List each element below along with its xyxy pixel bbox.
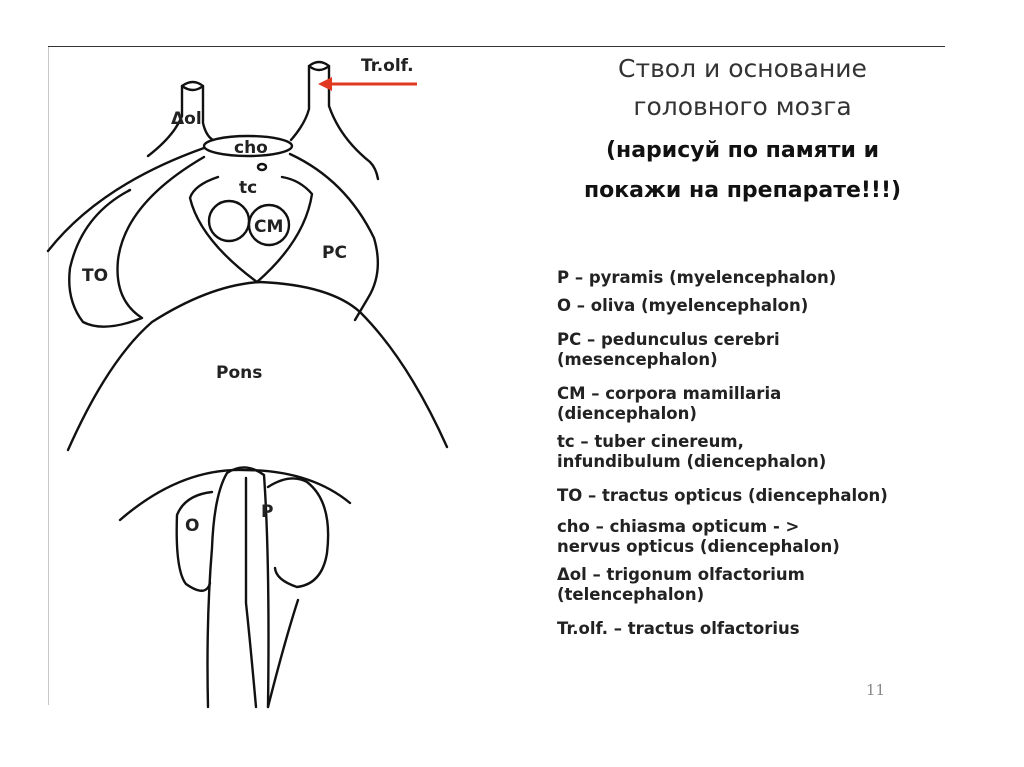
- tractus-opticus-shape: [68, 155, 206, 328]
- legend-item-cm-line1: CM – corpora mamillaria: [557, 384, 782, 403]
- label-pons: Pons: [216, 363, 262, 383]
- label-delta-ol: Δol: [171, 109, 202, 129]
- slide-left-edge: [48, 46, 49, 705]
- label-tr-olf: Tr.olf.: [361, 56, 414, 76]
- legend-item-p: P – pyramis (myelencephalon): [557, 268, 837, 287]
- pyramis-left: [206, 466, 270, 709]
- legend-item-delta-ol-line1: Δol – trigonum olfactorium: [557, 565, 805, 584]
- outer-arc: [46, 146, 206, 253]
- legend-item-cm: CM – corpora mamillaria (diencephalon): [557, 384, 937, 424]
- title-line-4: покажи на препарате!!!): [583, 178, 902, 203]
- legend-item-cho-line2: nervus opticus (diencephalon): [557, 537, 840, 556]
- legend-item-tr-olf: Tr.olf. – tractus olfactorius: [557, 619, 800, 638]
- legend-item-o: O – oliva (myelencephalon): [557, 296, 809, 315]
- label-tc: tc: [239, 178, 257, 198]
- legend-item-pc-line1: PC – pedunculus cerebri: [557, 330, 780, 349]
- medulla-right-edge: [266, 598, 300, 709]
- pyramis-middle: [244, 476, 258, 709]
- tr-olf-arrow: [318, 77, 417, 91]
- legend-item-delta-ol-line2: (telencephalon): [557, 585, 705, 604]
- oliva-right: [266, 477, 330, 589]
- slide-top-rule: [48, 46, 945, 47]
- legend-item-cho: cho – chiasma opticum - > nervus opticus…: [557, 517, 937, 557]
- label-cho: cho: [234, 138, 268, 158]
- oliva-left: [175, 490, 214, 592]
- title-line-2: головного мозга: [633, 92, 852, 121]
- pedunculus-cerebri-shape: [288, 152, 379, 322]
- legend-item-tc-line2: infundibulum (diencephalon): [557, 452, 827, 471]
- legend-item-cho-line1: cho – chiasma opticum - >: [557, 517, 800, 536]
- corpora-mamillaria-left: [207, 199, 251, 243]
- label-pc: PC: [322, 243, 347, 263]
- legend-item-delta-ol: Δol – trigonum olfactorium (telencephalo…: [557, 565, 937, 605]
- title-line-3: (нарисуй по памяти и: [605, 138, 880, 163]
- legend-item-tc: tc – tuber cinereum, infundibulum (dienc…: [557, 432, 937, 472]
- pons-shape: [66, 280, 449, 452]
- legend-item-tc-line1: tc – tuber cinereum,: [557, 432, 744, 451]
- legend-item-cm-line2: (diencephalon): [557, 404, 697, 423]
- infundibulum-shape: [256, 162, 268, 172]
- legend-item-pc: PC – pedunculus cerebri (mesencephalon): [557, 330, 937, 370]
- trigonum-olfactorium-outline: [146, 84, 215, 158]
- label-to: TO: [82, 266, 108, 286]
- legend-item-to: TO – tractus opticus (diencephalon): [557, 486, 888, 505]
- trigonum-olfactorium-shape: [180, 80, 205, 92]
- tractus-olfactorius-top: [307, 60, 331, 72]
- label-o: O: [185, 516, 199, 536]
- label-cm: CM: [254, 217, 283, 237]
- legend-item-pc-line2: (mesencephalon): [557, 350, 718, 369]
- corpora-mamillaria-right: [247, 203, 291, 247]
- tractus-olfactorius-outline: [289, 64, 380, 181]
- chiasma-opticum-shape: [202, 134, 294, 158]
- label-p: P: [261, 502, 273, 522]
- page-number: 11: [866, 681, 886, 699]
- legend-list: P – pyramis (myelencephalon) O – oliva (…: [557, 268, 937, 639]
- title-line-1: Ствол и основание: [618, 54, 867, 83]
- medulla-top-arc: [118, 468, 352, 522]
